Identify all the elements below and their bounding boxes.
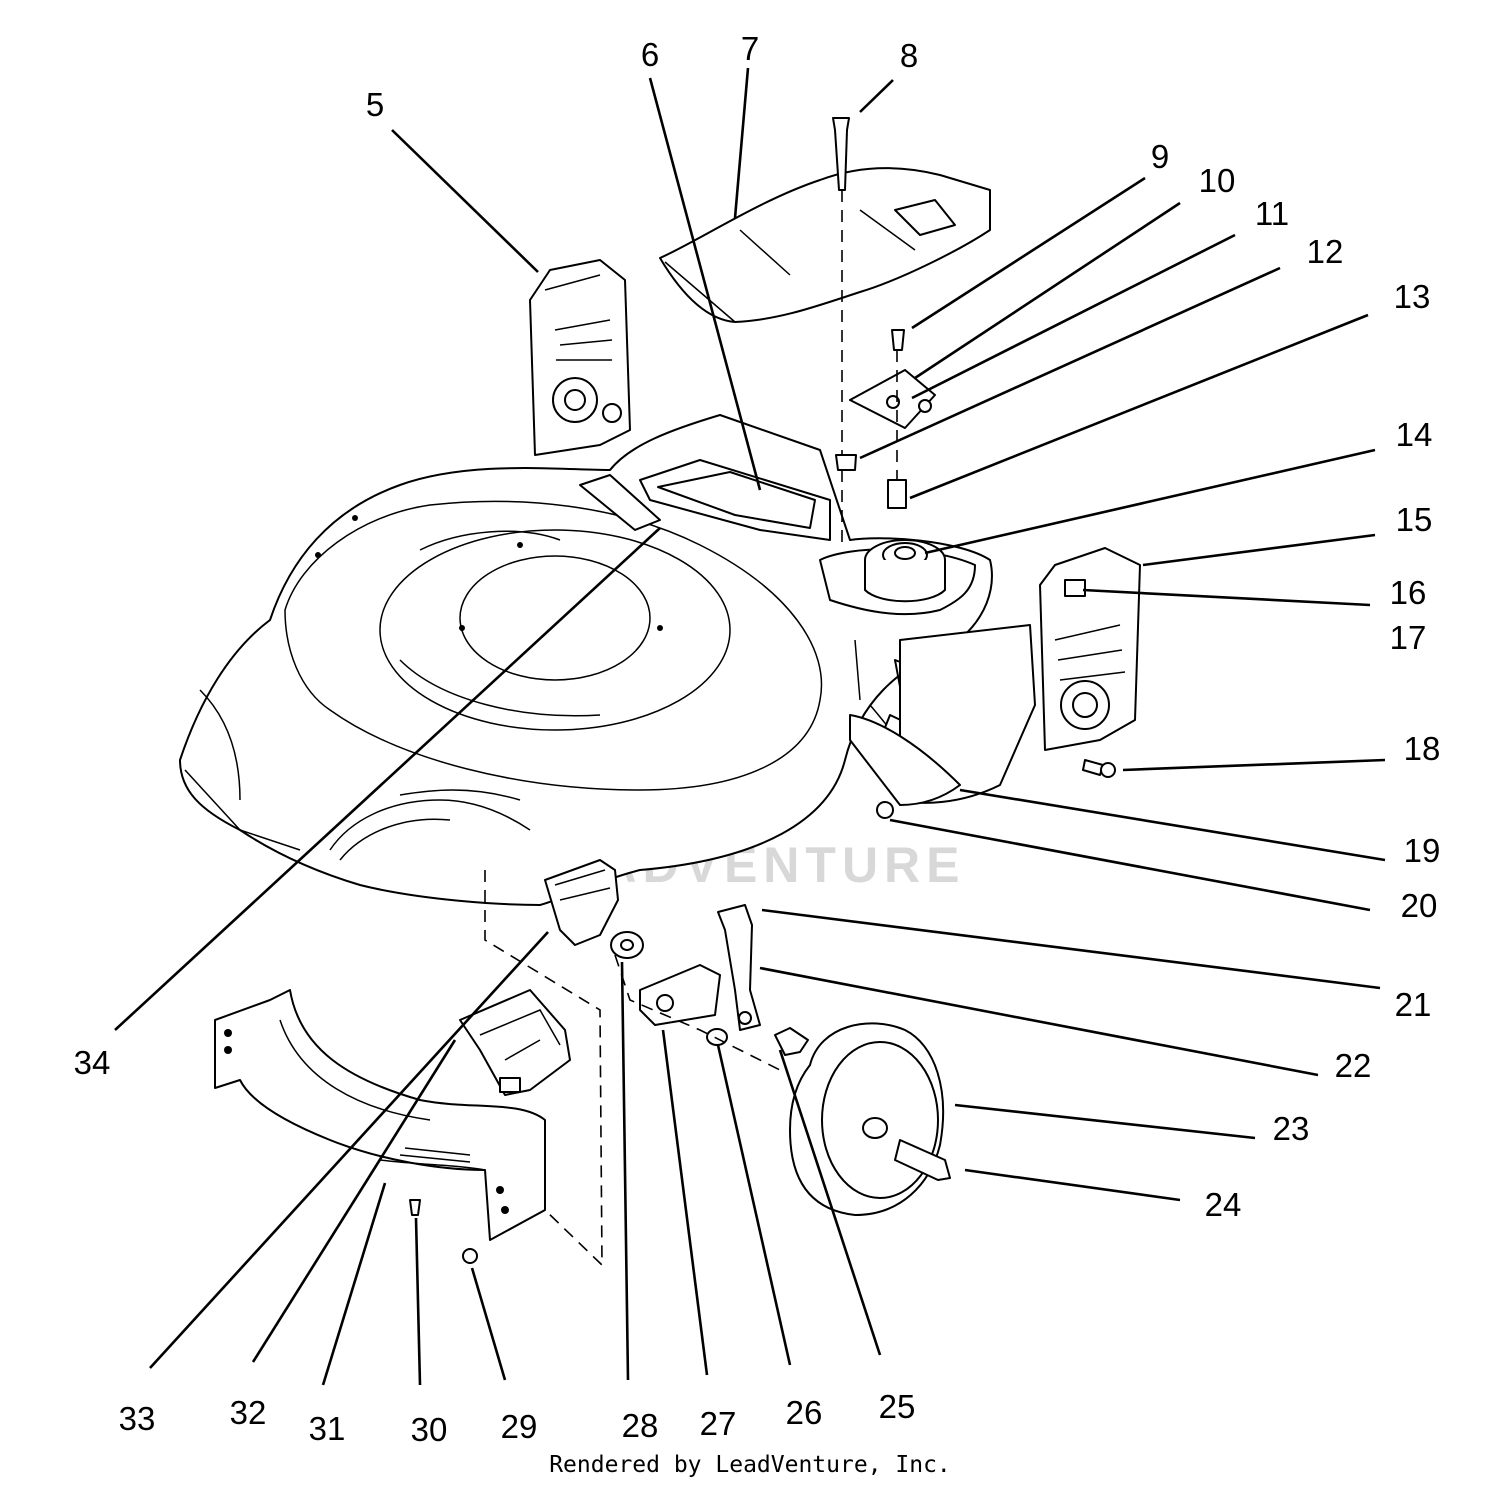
callout-9: 9 [1151,138,1169,175]
callout-numbers: 5 6 7 8 9 10 11 12 13 14 15 16 17 18 19 … [74,30,1441,1448]
callout-11: 11 [1255,195,1289,232]
footer-credit: Rendered by LeadVenture, Inc. [549,1452,951,1478]
callout-17: 17 [1390,619,1427,656]
callout-34: 34 [74,1044,111,1081]
callout-10: 10 [1199,162,1236,199]
callout-15: 15 [1396,501,1433,538]
callout-32: 32 [230,1394,267,1431]
front-wheel-assembly [544,859,951,1216]
callout-8: 8 [900,37,918,74]
callout-14: 14 [1396,416,1433,453]
callout-21: 21 [1395,986,1432,1023]
callout-26: 26 [786,1394,823,1431]
mower-deck [179,414,1001,906]
left-height-adjuster-part-5 [529,259,631,456]
callout-29: 29 [501,1408,538,1445]
callout-16: 16 [1390,574,1427,611]
callout-24: 24 [1205,1186,1242,1223]
callout-30: 30 [411,1411,448,1448]
callout-19: 19 [1404,832,1441,869]
callout-18: 18 [1404,730,1441,767]
callout-12: 12 [1307,233,1344,270]
callout-25: 25 [879,1388,916,1425]
callout-5: 5 [366,86,384,123]
discharge-bracket-part-32 [459,989,571,1096]
callout-13: 13 [1394,278,1431,315]
callout-23: 23 [1273,1110,1310,1147]
leader-lines [114,67,1386,1386]
callout-28: 28 [622,1407,659,1444]
callout-20: 20 [1401,887,1438,924]
callout-6: 6 [641,36,659,73]
pivot-hardware [832,117,1116,819]
callout-31: 31 [309,1410,346,1447]
callout-22: 22 [1335,1047,1372,1084]
right-height-adjuster-part-15 [991,547,1141,751]
callout-33: 33 [119,1400,156,1437]
callout-7: 7 [741,30,759,67]
callout-27: 27 [700,1405,737,1442]
